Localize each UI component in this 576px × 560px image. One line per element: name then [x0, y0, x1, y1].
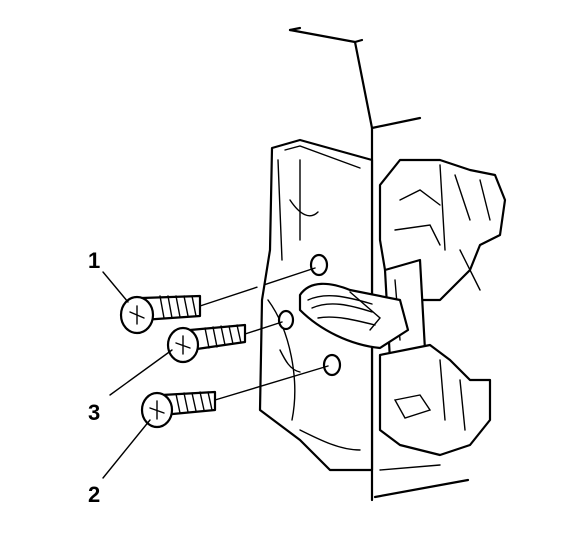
mounting-hole-middle	[277, 309, 295, 331]
leader-lines	[102, 271, 173, 479]
mounting-hole-upper	[309, 253, 329, 277]
screw-3	[166, 321, 283, 364]
screw-1	[119, 267, 316, 335]
screw-2	[140, 365, 329, 429]
callout-1: 1	[88, 248, 100, 273]
latch-mechanism	[298, 158, 507, 471]
callout-2: 2	[88, 482, 100, 507]
mounting-hole-lower	[322, 353, 342, 377]
callout-3: 3	[88, 400, 100, 425]
